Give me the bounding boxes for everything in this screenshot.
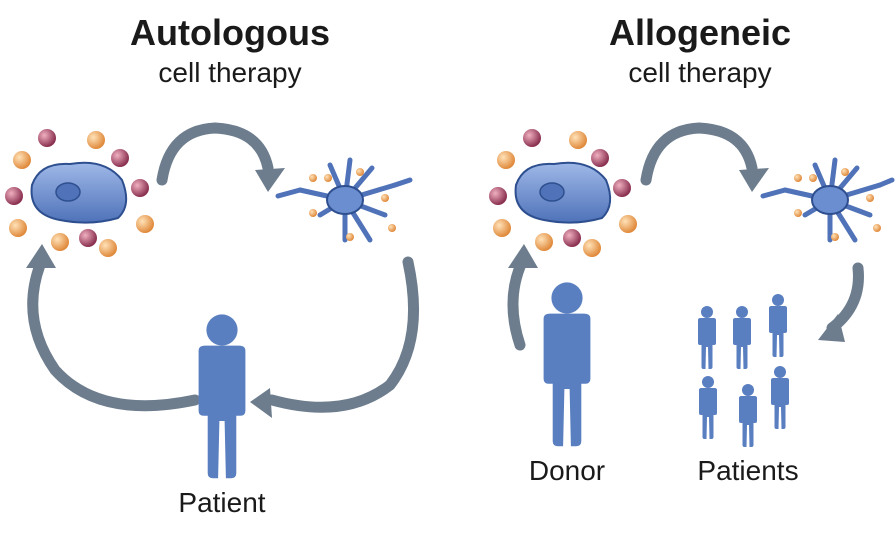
- cell-icon: [30, 161, 128, 224]
- allogeneic-subtitle: cell therapy: [628, 57, 771, 88]
- dendritic-beads: [309, 168, 396, 241]
- allogeneic-title: Allogeneic: [609, 12, 791, 53]
- patient-label: Patient: [178, 487, 265, 518]
- arrowheads: [508, 168, 845, 342]
- allogeneic-panel: Allogeneic cell therapy: [489, 12, 895, 486]
- donor-figure: [543, 282, 591, 447]
- patient-figure: [198, 314, 246, 479]
- dendritic-beads: [794, 168, 881, 241]
- dendritic-cell-icon: [760, 157, 895, 243]
- patients-group: [698, 294, 789, 447]
- autologous-title: Autologous: [130, 12, 330, 53]
- autologous-panel: Autologous cell therapy: [5, 12, 420, 518]
- arrowheads: [26, 168, 285, 418]
- donor-label: Donor: [529, 455, 605, 486]
- autologous-subtitle: cell therapy: [158, 57, 301, 88]
- curved-arrow-icon: [27, 122, 420, 413]
- bead-cluster: [5, 129, 154, 257]
- bead-cluster: [489, 129, 637, 257]
- patients-label: Patients: [697, 455, 798, 486]
- cell-icon: [514, 161, 612, 224]
- dendritic-cell-icon: [275, 157, 413, 243]
